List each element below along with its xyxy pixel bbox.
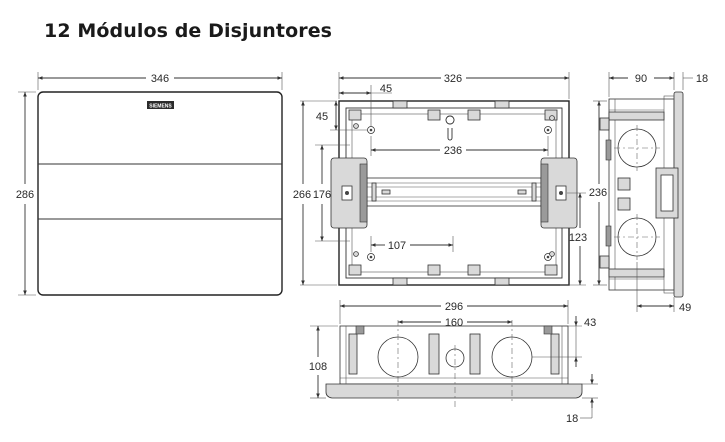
dim-back-left-offset-label: 45 — [380, 83, 392, 95]
dim-hole-spacing-top-label: 236 — [444, 145, 462, 157]
dim-front-width-label: 346 — [151, 73, 169, 85]
dim-front-height: 286 — [16, 91, 36, 296]
dim-side-height-label: 236 — [589, 187, 607, 199]
side-view: 90 18 236 49 — [589, 72, 708, 314]
dim-side-depth-label: 90 — [635, 73, 647, 85]
dim-back-height: 266 — [293, 101, 337, 286]
dim-hole-spacing-top: 236 — [370, 136, 549, 157]
dim-back-lower-height: 123 — [560, 192, 587, 286]
rail-bracket-right — [540, 157, 578, 229]
brand-logo-plate — [147, 101, 174, 109]
bottom-view: 296 160 43 108 — [309, 300, 598, 425]
dim-front-height-label: 286 — [16, 189, 34, 201]
dim-back-width: 326 — [338, 72, 570, 99]
dim-back-top-offset: 45 — [300, 100, 367, 131]
back-screw-holes — [353, 115, 555, 261]
dim-side-depth: 90 — [608, 72, 675, 97]
back-view: 326 45 45 266 176 — [293, 72, 587, 286]
dim-back-left-offset: 45 — [339, 83, 392, 126]
dim-bottom-top-offset-label: 43 — [584, 317, 596, 329]
dim-bottom-knockout-spacing: 160 — [398, 317, 512, 329]
back-top-clips — [348, 100, 558, 121]
dim-side-bottom-label: 49 — [679, 302, 691, 314]
keyhole-slot — [445, 115, 455, 141]
dim-side-height: 236 — [589, 100, 607, 286]
dim-front-width: 346 — [37, 72, 283, 90]
dim-bottom-flange: 18 — [566, 374, 598, 425]
dim-bottom-width-label: 296 — [445, 301, 463, 313]
dim-back-top-offset-label: 45 — [316, 111, 328, 123]
dim-bottom-width: 296 — [339, 300, 569, 324]
dim-back-inner-height: 176 — [313, 144, 350, 242]
dim-bottom-height-label: 108 — [309, 361, 327, 373]
dim-bottom-flange-label: 18 — [566, 413, 578, 425]
dim-hole-spacing-bottom: 107 — [370, 236, 454, 252]
dim-side-bottom: 49 — [636, 262, 691, 314]
dim-bottom-top-offset: 43 — [532, 316, 596, 367]
dim-bottom-height: 108 — [309, 325, 338, 399]
dim-back-lower-height-label: 123 — [569, 232, 587, 244]
front-view: SIEMENS 346 286 — [16, 72, 283, 296]
page-title: 12 Módulos de Disjuntores — [44, 20, 333, 42]
din-rail — [366, 177, 542, 207]
dim-back-width-label: 326 — [444, 73, 462, 85]
rail-bracket-left — [330, 157, 368, 229]
bottom-cover-flange — [325, 383, 583, 399]
dim-side-flange-label: 18 — [696, 73, 708, 85]
dim-back-height-label: 266 — [293, 189, 311, 201]
front-cover-outline — [37, 91, 283, 296]
dim-side-flange: 18 — [682, 72, 708, 90]
dim-back-inner-height-label: 176 — [313, 189, 331, 201]
dim-hole-spacing-bottom-label: 107 — [388, 240, 406, 252]
brand-logo-text: SIEMENS — [149, 103, 172, 109]
dim-bottom-knockout-spacing-label: 160 — [445, 317, 463, 329]
back-bottom-clips — [348, 264, 558, 286]
